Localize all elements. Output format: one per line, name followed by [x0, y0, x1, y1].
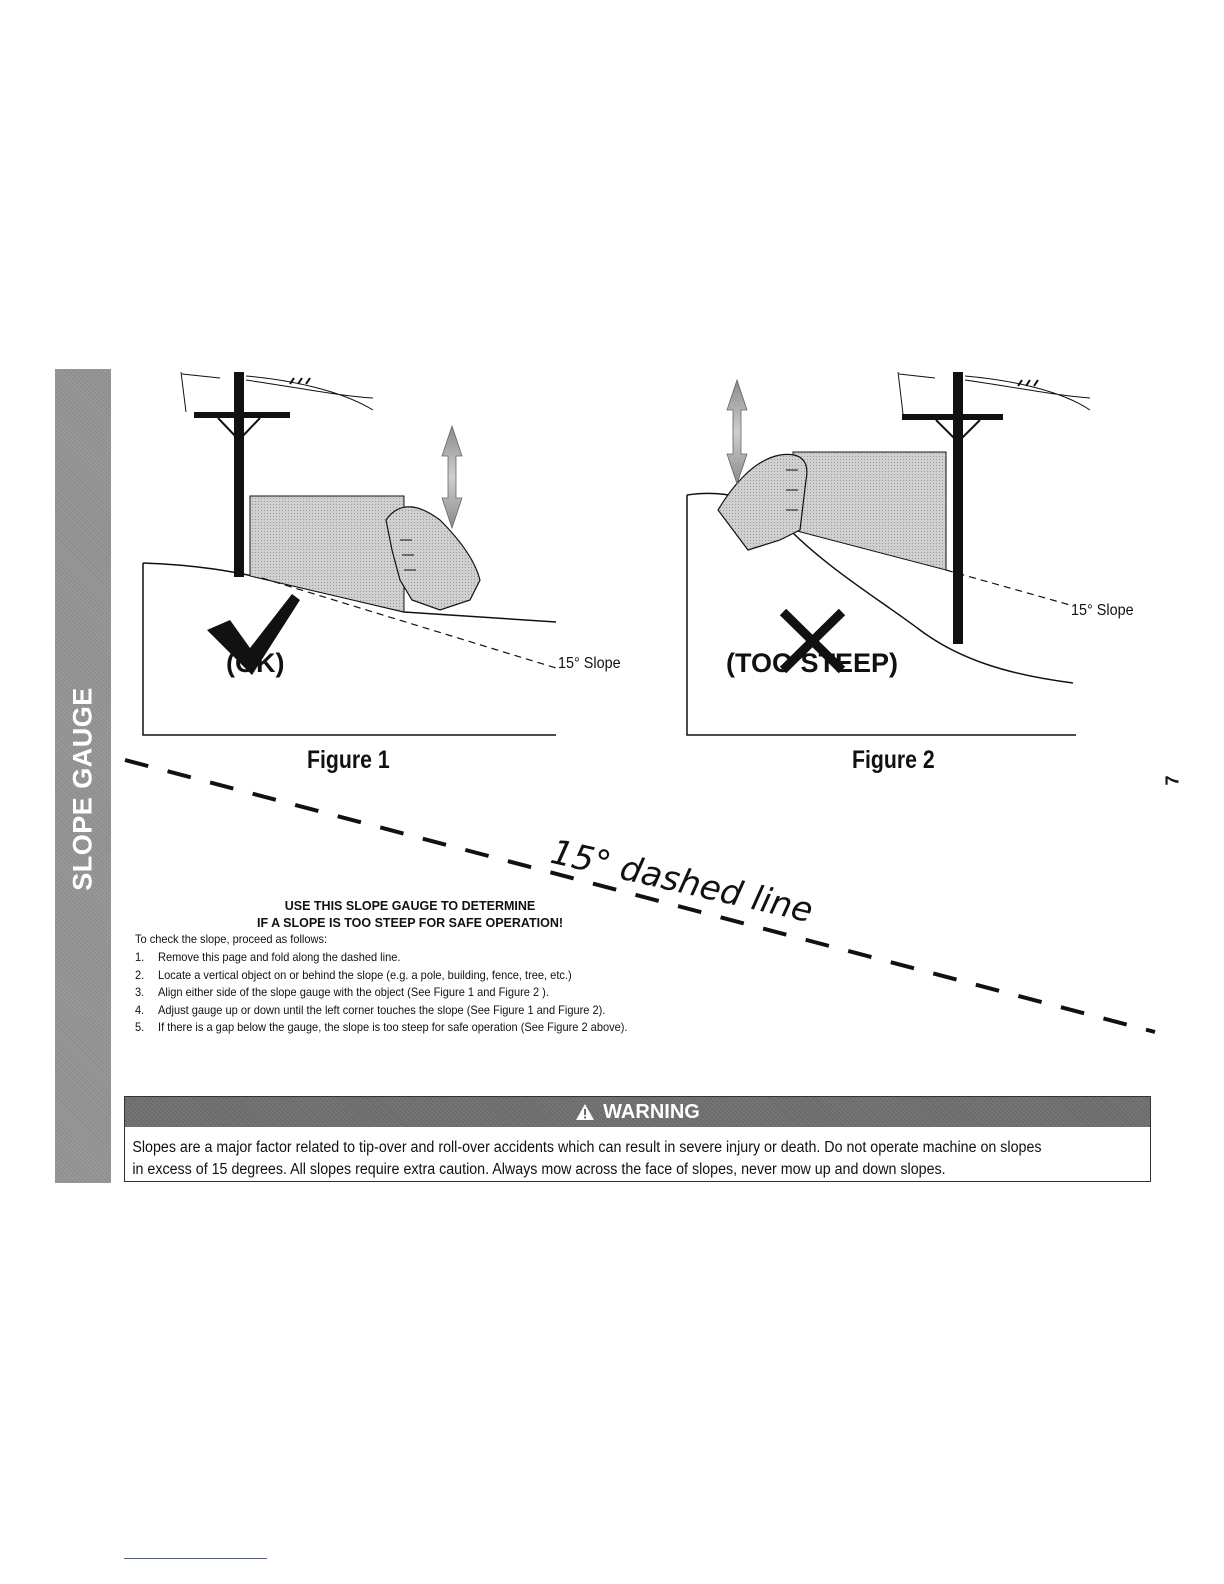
- instructions-intro: To check the slope, proceed as follows:: [135, 932, 327, 946]
- figure2-drawing: [687, 372, 1090, 735]
- warning-body-line2: in excess of 15 degrees. All slopes requ…: [132, 1159, 1126, 1181]
- instructions-heading-line2: IF A SLOPE IS TOO STEEP FOR SAFE OPERATI…: [240, 915, 580, 932]
- warning-body-line1: Slopes are a major factor related to tip…: [132, 1137, 1126, 1159]
- warning-title: WARNING: [603, 1101, 700, 1124]
- step-item: 2.Locate a vertical object on or behind …: [135, 967, 628, 985]
- warning-body: Slopes are a major factor related to tip…: [125, 1127, 1133, 1181]
- warning-box: WARNING Slopes are a major factor relate…: [124, 1096, 1151, 1182]
- figure1-drawing: [143, 372, 556, 735]
- step-item: 3.Align either side of the slope gauge w…: [135, 984, 628, 1002]
- warning-triangle-icon: [575, 1103, 595, 1121]
- footer-rule: [124, 1558, 267, 1559]
- instructions-steps: 1.Remove this page and fold along the da…: [135, 949, 670, 1037]
- figure1-caption: Figure 1: [307, 746, 390, 775]
- warning-header: WARNING: [125, 1097, 1150, 1127]
- step-item: 1.Remove this page and fold along the da…: [135, 949, 628, 967]
- step-item: 4.Adjust gauge up or down until the left…: [135, 1002, 628, 1020]
- figure2-verdict: (TOO STEEP): [726, 648, 898, 679]
- step-item: 5.If there is a gap below the gauge, the…: [135, 1019, 628, 1037]
- instructions-heading-line1: USE THIS SLOPE GAUGE TO DETERMINE: [240, 898, 580, 915]
- figure1-slope-label: 15° Slope: [558, 655, 621, 673]
- instructions-heading: USE THIS SLOPE GAUGE TO DETERMINE IF A S…: [240, 898, 580, 932]
- figure2-slope-label: 15° Slope: [1071, 602, 1134, 620]
- up-down-arrow-icon-2: [727, 380, 747, 484]
- up-down-arrow-icon: [442, 426, 462, 528]
- figure1-verdict: (OK): [226, 648, 284, 679]
- hand-icon-2: [718, 454, 807, 550]
- figure2-caption: Figure 2: [852, 746, 935, 775]
